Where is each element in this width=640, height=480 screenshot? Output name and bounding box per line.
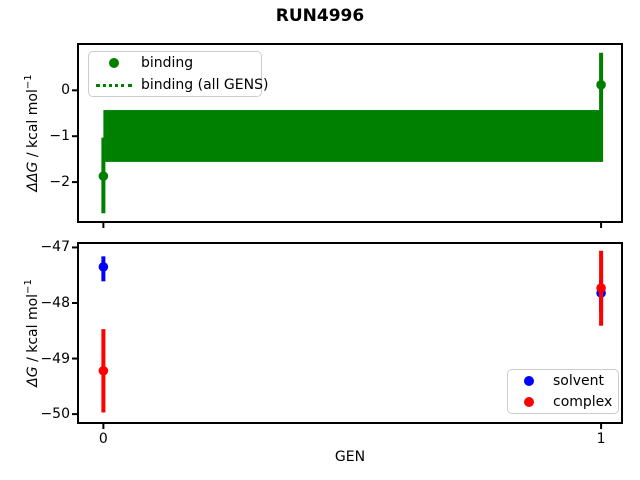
y-tick-label: −2 <box>49 174 70 191</box>
y-tick-label: −47 <box>40 239 70 256</box>
top-y-axis-label-unit: / kcal mol <box>24 89 41 162</box>
legend-item-solvent: solvent <box>508 371 618 392</box>
legend-label: complex <box>553 394 613 410</box>
complex-dot-icon <box>524 397 534 407</box>
legend-item-binding-all-gens: binding (all GENS) <box>89 74 268 96</box>
y-tick-label: −49 <box>40 350 70 367</box>
binding-data-point <box>596 80 606 90</box>
x-tick-label: 0 <box>98 431 108 447</box>
solvent-dot-icon <box>524 376 534 386</box>
complex-data-point <box>98 365 109 376</box>
bottom-legend: solvent complex <box>507 369 619 414</box>
axes-frame <box>77 242 623 424</box>
legend-label: binding <box>141 55 194 71</box>
binding-data-point <box>98 171 109 181</box>
complex-data-point <box>596 283 606 293</box>
top-legend: binding binding (all GENS) <box>88 51 268 97</box>
y-tick-label: −1 <box>49 128 70 145</box>
binding-dot-icon <box>109 58 119 68</box>
figure-title: RUN4996 <box>275 6 365 26</box>
x-tick-label: 1 <box>596 431 606 447</box>
legend-item-complex: complex <box>508 392 618 413</box>
x-axis-label: GEN <box>334 449 366 465</box>
bottom-y-axis-label-superscript: −1 <box>23 279 35 294</box>
axes-frame <box>77 43 623 223</box>
y-tick-label: −48 <box>40 295 70 311</box>
y-tick-label: −50 <box>40 406 70 423</box>
binding-all-gens-dotted-line-icon <box>96 83 132 87</box>
legend-label: solvent <box>553 373 605 389</box>
solvent-data-point <box>98 262 109 272</box>
y-tick-label: 0 <box>61 82 70 99</box>
confidence-band <box>103 110 602 162</box>
bottom-y-axis-label-symbol: ΔG <box>24 366 41 387</box>
legend-label: binding (all GENS) <box>141 77 269 93</box>
legend-item-binding: binding <box>89 52 261 74</box>
